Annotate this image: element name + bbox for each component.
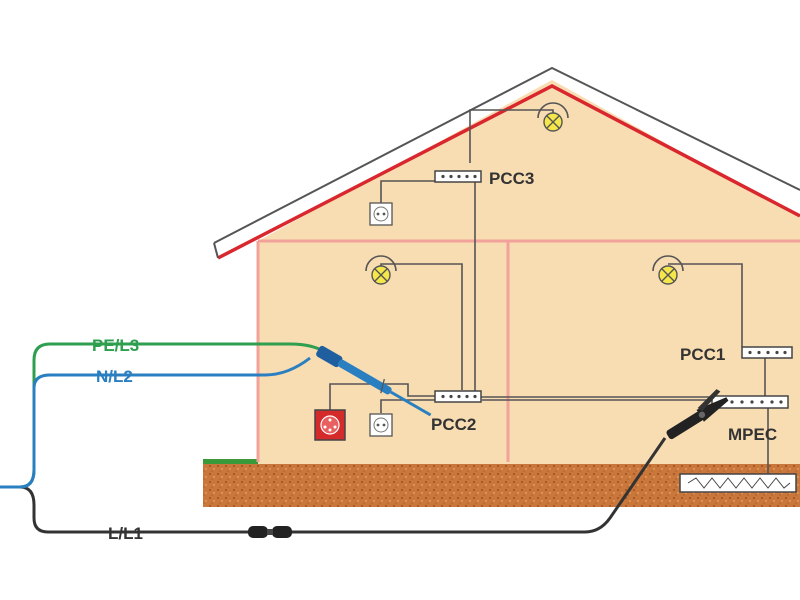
roof-red-line [217,84,800,260]
ceiling-lamp-icon [652,255,684,285]
lead-l-l1 [0,437,667,534]
roof-eave [213,242,219,259]
grounding-electrode-icon [679,473,797,493]
grass-strip [203,459,258,464]
three-phase-socket-icon [314,409,346,441]
test-leads [0,342,667,538]
junction-box-label-pcc2: PCC2 [431,415,476,434]
wall-socket-icon [369,413,393,437]
ceiling-lamp-icon [537,102,569,132]
inline-fuse-icon [248,526,292,538]
attic-wall [258,80,800,241]
roof-outline [213,66,800,244]
junction-box-icon [711,395,789,409]
test-probe-icon [316,345,432,417]
junction-box-label-pcc1: PCC1 [680,345,725,364]
crocodile-clip-icon [666,389,729,440]
house-wall [258,240,800,464]
junction-box-icon [434,170,482,183]
junction-box-icon [434,390,482,403]
ceiling-lamp-icon [365,255,397,285]
lead-label-pe-l3: PE/L3 [92,336,139,355]
junction-box-icon [741,346,793,359]
lead-n-l2 [0,356,311,489]
junction-box-label-pcc3: PCC3 [489,169,534,188]
lead-label-n-l2: N/L2 [96,367,133,386]
wall-socket-icon [369,202,393,226]
lead-label-l-l1: L/L1 [108,524,143,543]
junction-box-label-mpec: MPEC [728,425,777,444]
wall-lines [256,239,800,462]
